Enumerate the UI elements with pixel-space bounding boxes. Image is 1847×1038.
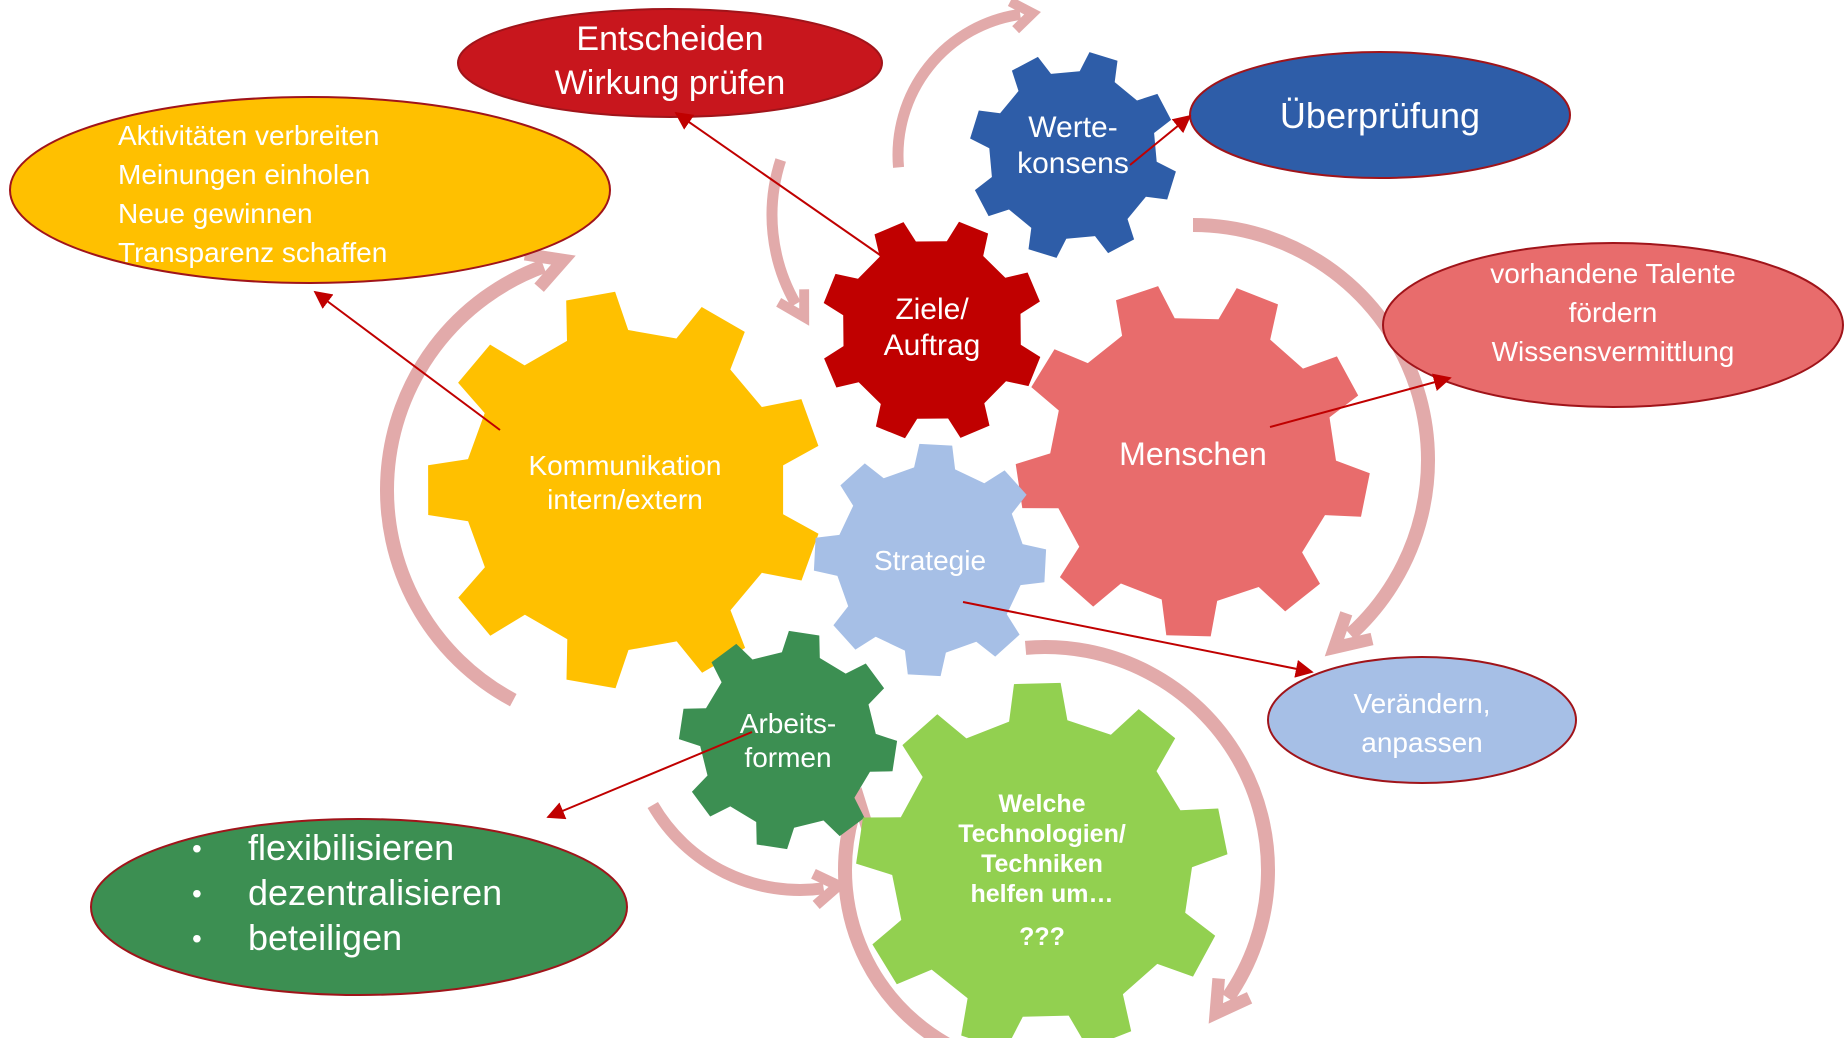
bubble-talente: vorhandene Talente fördern Wissensvermit…	[1382, 242, 1844, 408]
connector-strategie	[962, 601, 1314, 678]
werte-line-2: konsens	[1017, 147, 1129, 180]
cycle-arrow-3	[892, 0, 1041, 168]
flex-item-2: dezentralisieren	[248, 872, 502, 913]
gear-technologien	[856, 682, 1228, 1038]
veraendern-line-2: anpassen	[1361, 727, 1482, 758]
flex-item-3: beteiligen	[248, 917, 402, 958]
bubble-ueberpruefung: Überprüfung	[1189, 51, 1571, 179]
connector-ziele	[674, 111, 881, 256]
kommunikation-line-1: Kommunikation	[529, 450, 722, 481]
ziele-line-2: Auftrag	[884, 329, 981, 362]
cycle-arrow-1	[380, 247, 576, 707]
aktivitaeten-item-2: Meinungen einholen	[118, 159, 370, 190]
cycle-arrow-4	[1192, 218, 1435, 657]
bubble-veraendern: Verändern, anpassen	[1267, 656, 1577, 784]
bullet-2: •	[192, 878, 202, 909]
technologien-line-3: Techniken	[981, 850, 1103, 878]
gear-menschen	[1015, 286, 1370, 637]
bubble-aktivitaeten: Aktivitäten verbreiten Meinungen einhole…	[9, 96, 611, 284]
entscheiden-line-1: Entscheiden	[576, 20, 763, 58]
aktivitaeten-item-4: Transparenz schaffen	[118, 237, 387, 268]
connector-arbeitsformen	[546, 731, 753, 820]
technologien-line-2: Technologien/	[958, 820, 1126, 848]
cycle-arrow-7	[647, 801, 848, 909]
technologien-line-1: Welche	[998, 790, 1085, 818]
cycle-arrow-2	[766, 158, 810, 326]
gear-arbeitsformen	[678, 630, 898, 850]
talente-line-2: fördern	[1569, 297, 1658, 328]
aktivitaeten-item-1: Aktivitäten verbreiten	[118, 120, 379, 151]
technologien-line-4: helfen um…	[970, 880, 1113, 908]
gear-strategie	[813, 443, 1047, 677]
connector-kommunikation	[313, 290, 501, 431]
gear-ziele	[823, 221, 1041, 439]
ziele-line-1: Ziele/	[895, 293, 969, 326]
flex-item-1: flexibilisieren	[248, 827, 454, 868]
cycle-arrows	[380, 0, 1435, 1038]
werte-line-1: Werte-	[1028, 111, 1117, 144]
arbeitsformen-line-2: formen	[744, 742, 831, 773]
talente-line-3: Wissensvermittlung	[1492, 336, 1735, 367]
connector-werte	[1129, 114, 1192, 166]
menschen-label: Menschen	[1119, 436, 1267, 472]
kommunikation-line-2: intern/extern	[547, 484, 703, 515]
connectors	[313, 111, 1452, 820]
gear-werte	[970, 52, 1176, 258]
bubble-flexibilisieren: • flexibilisieren • dezentralisieren • b…	[90, 818, 628, 996]
cycle-arrow-5	[1024, 640, 1275, 1024]
bullet-3: •	[192, 923, 202, 954]
gear-kommunikation	[428, 291, 819, 689]
veraendern-line-1: Verändern,	[1354, 688, 1491, 719]
technologien-line-5: ???	[1019, 923, 1065, 951]
bubble-entscheiden: Entscheiden Wirkung prüfen	[457, 8, 883, 118]
arbeitsformen-line-1: Arbeits-	[740, 708, 836, 739]
aktivitaeten-item-3: Neue gewinnen	[118, 198, 313, 229]
entscheiden-line-2: Wirkung prüfen	[555, 64, 786, 102]
talente-line-1: vorhandene Talente	[1490, 258, 1735, 289]
bullet-1: •	[192, 833, 202, 864]
gear-labels: Kommunikation intern/extern Ziele/ Auftr…	[529, 111, 1267, 951]
gears	[428, 52, 1370, 1038]
ueberpruefung-text: Überprüfung	[1280, 95, 1480, 136]
connector-menschen	[1269, 373, 1452, 428]
strategie-label: Strategie	[874, 545, 986, 576]
